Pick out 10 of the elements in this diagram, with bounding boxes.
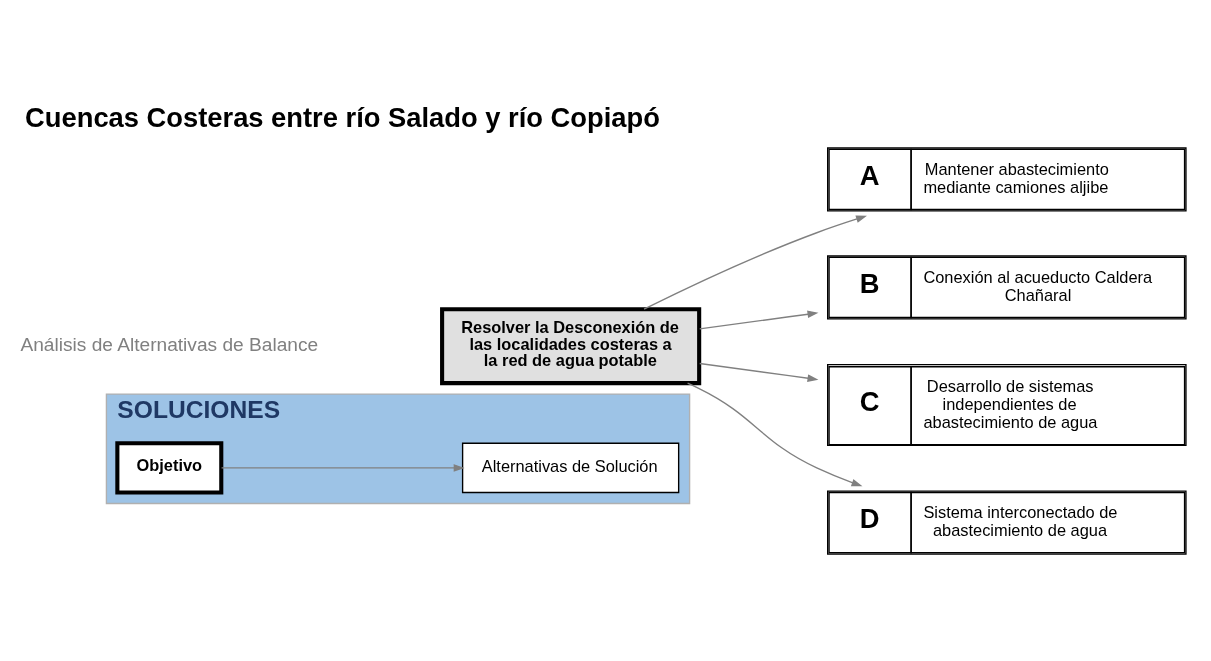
arrow xyxy=(699,362,819,382)
arrow xyxy=(699,310,819,330)
label: Análisis de Alternativas de Balance xyxy=(20,334,319,356)
arrow xyxy=(686,382,863,487)
node-box: Alternativas de Solución xyxy=(461,442,680,494)
node-box: Objetivo xyxy=(115,441,224,495)
node-box: Resolver la Desconexión de las localidades costeras a la red de agua potable xyxy=(440,307,702,386)
diagram-title: Cuencas Costeras entre río Salado y río Copiapó xyxy=(25,102,660,134)
arrow xyxy=(643,215,867,310)
arrow xyxy=(220,464,465,472)
